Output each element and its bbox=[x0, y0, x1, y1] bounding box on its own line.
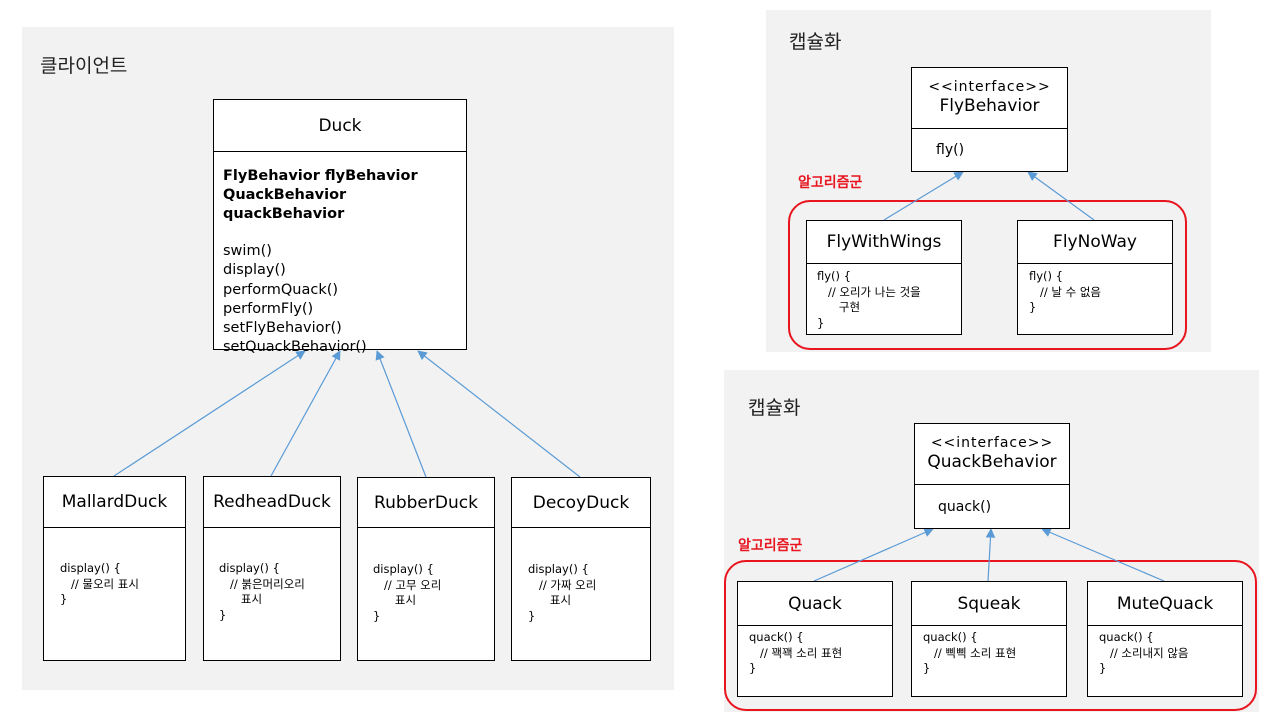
quack-class-name: Quack bbox=[788, 593, 842, 614]
quack-behavior-stereotype: <<interface>> bbox=[930, 435, 1054, 451]
quack-panel-title: 캡슐화 bbox=[748, 397, 801, 419]
mute-quack-class-name: MuteQuack bbox=[1116, 593, 1214, 614]
rubber-duck-class-box: RubberDuck display() { // 고무 오리 표시 } bbox=[357, 477, 495, 661]
quack-algorithm-group bbox=[724, 560, 1257, 711]
quack-behavior-method: quack() bbox=[938, 499, 992, 515]
decoy-duck-class-name: DecoyDuck bbox=[532, 492, 630, 513]
quack-code: quack() { // 꽥꽥 소리 표현 } bbox=[749, 630, 843, 675]
decoy-duck-code: display() { // 가짜 오리 표시 } bbox=[528, 562, 597, 623]
fly-algorithm-group-label: 알고리즘군 bbox=[798, 175, 863, 191]
duck-method: display() bbox=[223, 262, 286, 279]
fly-panel-title: 캡슐화 bbox=[789, 31, 842, 53]
client-panel-title: 클라이언트 bbox=[40, 55, 128, 77]
duck-method: setFlyBehavior() bbox=[223, 320, 342, 337]
rubber-duck-class-name: RubberDuck bbox=[374, 492, 478, 513]
duck-method: performFly() bbox=[223, 300, 314, 317]
mallard-duck-class-box: MallardDuck display() { // 물오리 표시 } bbox=[43, 476, 186, 661]
quack-behavior-interface-box: <<interface>> QuackBehavior quack() bbox=[914, 423, 1070, 529]
mute-quack-code: quack() { // 소리내지 않음 } bbox=[1099, 630, 1189, 675]
fly-behavior-stereotype: <<interface>> bbox=[928, 79, 1051, 95]
duck-field: FlyBehavior flyBehavior bbox=[223, 168, 418, 184]
squeak-class-box: Squeak quack() { // 삑삑 소리 표현 } bbox=[911, 581, 1067, 697]
fly-behavior-interface-box: <<interface>> FlyBehavior fly() bbox=[911, 67, 1068, 172]
fly-with-wings-code: fly() { // 오리가 나는 것을 구현 } bbox=[817, 269, 921, 330]
quack-class-box: Quack quack() { // 꽥꽥 소리 표현 } bbox=[737, 581, 893, 697]
fly-behavior-interface-name: FlyBehavior bbox=[939, 96, 1040, 116]
arrow-quack bbox=[813, 528, 934, 582]
fly-with-wings-class-box: FlyWithWings fly() { // 오리가 나는 것을 구현 } bbox=[806, 220, 962, 335]
duck-method: performQuack() bbox=[223, 281, 339, 298]
quack-algorithm-group-label: 알고리즘군 bbox=[738, 538, 803, 554]
arrow-fly-no-way bbox=[1027, 171, 1095, 221]
mallard-duck-class-name: MallardDuck bbox=[61, 492, 168, 512]
redhead-duck-code: display() { // 붉은머리오리 표시 } bbox=[219, 561, 305, 622]
fly-algorithm-group bbox=[788, 200, 1187, 350]
squeak-code: quack() { // 삑삑 소리 표현 } bbox=[923, 630, 1017, 675]
redhead-duck-class-name: RedheadDuck bbox=[213, 492, 331, 512]
rubber-duck-code: display() { // 고무 오리 표시 } bbox=[373, 562, 442, 623]
duck-class-name: Duck bbox=[318, 115, 362, 136]
redhead-duck-class-box: RedheadDuck display() { // 붉은머리오리 표시 } bbox=[203, 476, 341, 661]
fly-no-way-class-box: FlyNoWay fly() { // 날 수 없음 } bbox=[1017, 220, 1173, 335]
squeak-class-name: Squeak bbox=[957, 593, 1021, 614]
arrow-rubber-duck bbox=[375, 350, 427, 478]
arrow-fly-with-wings bbox=[883, 171, 964, 221]
fly-behavior-method: fly() bbox=[936, 142, 965, 158]
duck-method: swim() bbox=[223, 243, 272, 259]
fly-no-way-class-name: FlyNoWay bbox=[1053, 232, 1137, 252]
fly-with-wings-class-name: FlyWithWings bbox=[826, 232, 942, 252]
fly-no-way-code: fly() { // 날 수 없음 } bbox=[1029, 269, 1102, 314]
quack-behavior-interface-name: QuackBehavior bbox=[927, 452, 1057, 472]
mute-quack-class-box: MuteQuack quack() { // 소리내지 않음 } bbox=[1087, 581, 1243, 697]
arrow-decoy-duck bbox=[417, 350, 581, 478]
decoy-duck-class-box: DecoyDuck display() { // 가짜 오리 표시 } bbox=[511, 477, 651, 661]
duck-class-box: Duck FlyBehavior flyBehavior QuackBehavi… bbox=[213, 99, 467, 355]
arrow-mute-quack bbox=[1041, 527, 1165, 582]
arrow-mallard-duck bbox=[113, 350, 306, 477]
arrow-redhead-duck bbox=[270, 350, 341, 477]
duck-method: setQuackBehavior() bbox=[223, 339, 367, 356]
arrow-squeak bbox=[985, 528, 996, 582]
duck-field: QuackBehavior quackBehavior bbox=[223, 187, 347, 222]
mallard-duck-code: display() { // 물오리 표시 } bbox=[60, 561, 139, 606]
